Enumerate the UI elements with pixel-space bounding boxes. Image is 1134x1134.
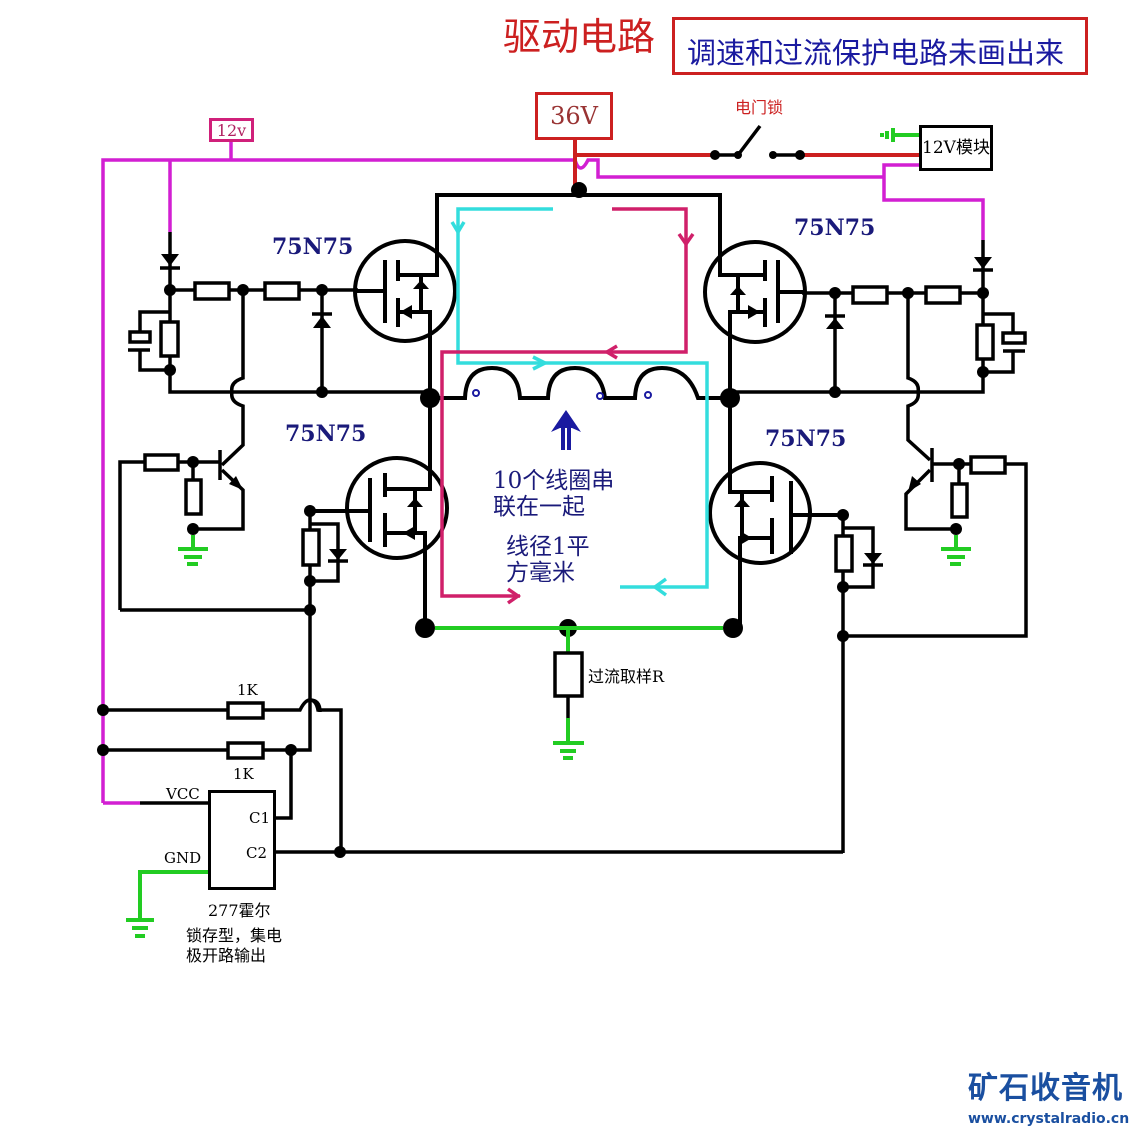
- hall-sensor-icon: [208, 790, 276, 890]
- note-box: 调速和过流保护电路未画出来: [672, 17, 1088, 75]
- coil-icon: [428, 365, 732, 400]
- hall-pin-c1: C1: [249, 809, 271, 827]
- left-gate-driver: [128, 232, 430, 420]
- 36v-label: 36V: [535, 92, 613, 140]
- mosfet-label-bottom-left: 75N75: [285, 421, 367, 447]
- 36v-line: [573, 124, 919, 190]
- mosfet-top-left-icon: [353, 239, 457, 397]
- mosfet-label-top-left: 75N75: [272, 234, 354, 260]
- hall-desc-line1: 锁存型，集电: [186, 926, 283, 945]
- page-title: 驱动电路: [503, 15, 656, 59]
- coil-note-line2: 联在一起: [493, 494, 585, 520]
- sense-resistor-label: 过流取样R: [588, 667, 665, 686]
- hall-pin-gnd: GND: [164, 849, 202, 867]
- right-transistor-icon: [843, 420, 1028, 638]
- resistor-1k-bottom-label: 1K: [233, 765, 254, 783]
- note-text: 调速和过流保护电路未画出来: [687, 36, 1065, 70]
- resistor-1k-top-label: 1K: [237, 681, 258, 699]
- wire-note-line2: 方毫米: [506, 560, 575, 586]
- current-path-crimson: [440, 207, 695, 605]
- right-gate-driver: [730, 240, 1027, 420]
- sense-resistor-icon: [553, 651, 584, 698]
- 12v-label: 12v: [209, 118, 254, 142]
- hall-wiring: [97, 698, 843, 938]
- right-lower-gate-network: [834, 509, 883, 853]
- hall-desc-line2: 极开路输出: [186, 946, 267, 965]
- hall-name: 277霍尔: [208, 901, 271, 920]
- 12v-module: 12V模块: [919, 125, 993, 171]
- mosfet-label-top-right: 75N75: [794, 215, 876, 241]
- ground-icon: [553, 718, 584, 760]
- watermark-url: www.crystalradio.cn: [968, 1111, 1130, 1127]
- module-ground-icon: [880, 128, 919, 142]
- mosfet-bottom-left-icon: [308, 396, 449, 630]
- hall-pin-c2: C2: [246, 844, 268, 862]
- coil-note-line1: 10个线圈串: [493, 468, 615, 494]
- left-transistor-icon: [118, 420, 310, 612]
- left-lower-gate-network: [301, 505, 348, 713]
- watermark-brand: 矿石收音机: [968, 1071, 1123, 1106]
- wire-note-line1: 线径1平: [506, 534, 590, 560]
- mosfet-bottom-right-icon: [708, 396, 845, 630]
- current-path-cyan: [450, 207, 709, 597]
- key-switch-label: 电门锁: [735, 98, 784, 117]
- direction-up-arrow-icon: [551, 410, 581, 450]
- mosfet-label-bottom-right: 75N75: [765, 426, 847, 452]
- hall-pin-vcc: VCC: [166, 785, 200, 803]
